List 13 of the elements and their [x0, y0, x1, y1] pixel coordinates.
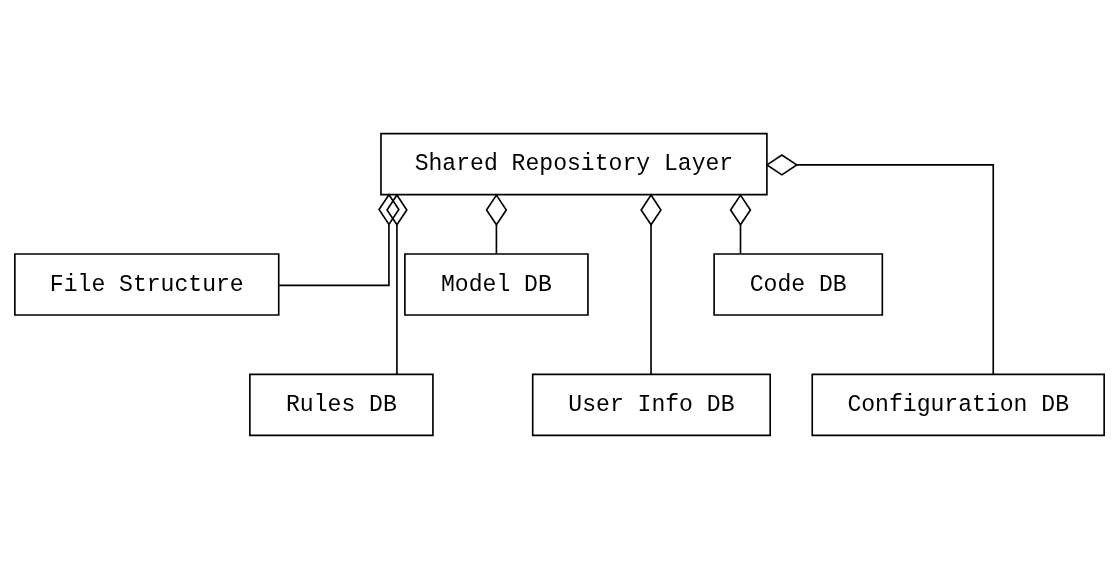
- node-box: Shared Repository Layer: [380, 132, 768, 195]
- node-box: Model DB: [404, 252, 589, 316]
- connector: [765, 153, 995, 375]
- connector: [278, 192, 400, 286]
- node-box: File Structure: [14, 252, 280, 316]
- node-box: Code DB: [713, 252, 884, 316]
- node-box: Configuration DB: [811, 373, 1105, 436]
- connector: [640, 193, 662, 375]
- connector: [485, 193, 508, 254]
- connector: [729, 193, 752, 254]
- node-box: User Info DB: [531, 373, 771, 436]
- connector: [386, 193, 408, 375]
- node-box: Rules DB: [249, 373, 434, 436]
